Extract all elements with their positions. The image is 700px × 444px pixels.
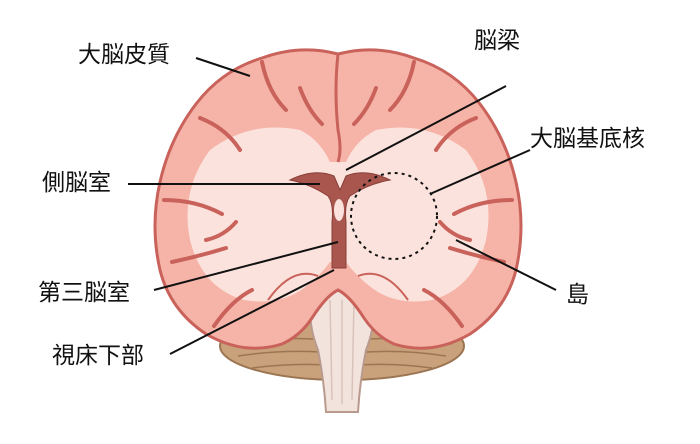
leader-lines bbox=[128, 57, 557, 355]
label-basal-ganglia: 大脳基底核 bbox=[530, 126, 645, 152]
label-insula: 島 bbox=[566, 282, 589, 308]
leader-insula bbox=[455, 239, 557, 291]
leader-basal-ganglia bbox=[429, 149, 531, 195]
label-corpus-callosum: 脳梁 bbox=[474, 28, 520, 54]
label-cerebral-cortex: 大脳皮質 bbox=[78, 42, 170, 68]
ventricles bbox=[288, 172, 392, 269]
leader-corpus-callosum bbox=[345, 85, 507, 171]
label-hypothalamus: 視床下部 bbox=[52, 343, 144, 369]
leader-cortex bbox=[195, 57, 251, 77]
leader-third-ventricle bbox=[153, 241, 339, 291]
label-lateral-ventricle: 側脳室 bbox=[42, 170, 111, 196]
label-third-ventricle: 第三脳室 bbox=[38, 280, 130, 306]
basal-ganglia-marker bbox=[350, 172, 438, 260]
leader-hypothalamus bbox=[169, 269, 335, 355]
